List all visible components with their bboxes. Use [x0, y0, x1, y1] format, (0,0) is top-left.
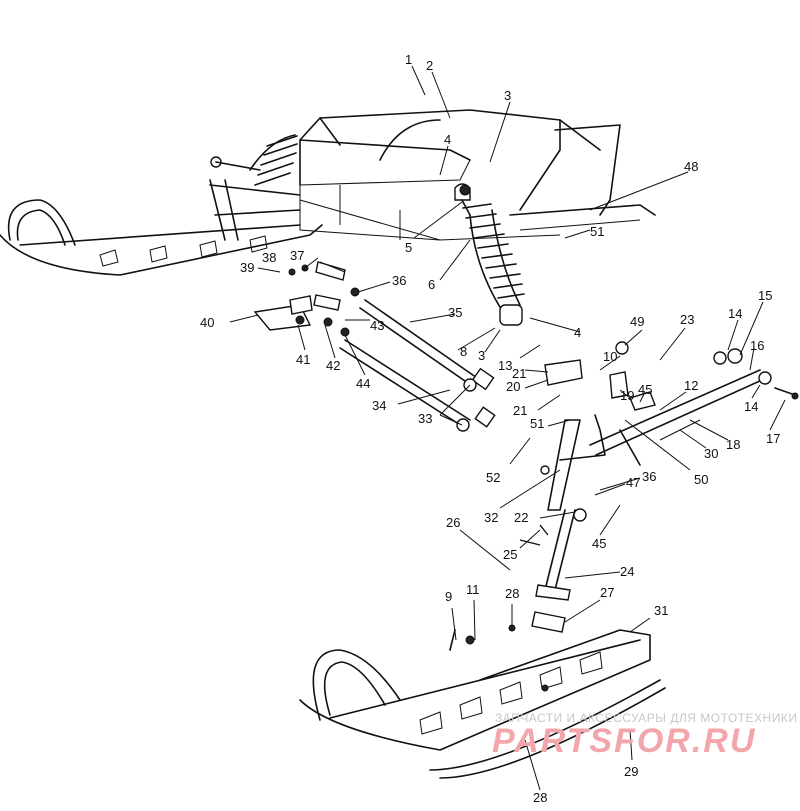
- callout: 32: [484, 510, 498, 525]
- front-brackets: [253, 261, 360, 337]
- callout: 24: [620, 564, 634, 579]
- callout: 13: [498, 358, 512, 373]
- callout: 25: [503, 547, 517, 562]
- watermark-tagline: ЗАПЧАСТИ И АКСЕССУАРЫ ДЛЯ МОТОТЕХНИКИ: [495, 711, 797, 725]
- callout: 42: [326, 358, 340, 373]
- callout: 35: [448, 305, 462, 320]
- callout: 43: [370, 318, 384, 333]
- callout: 11: [466, 582, 480, 597]
- steering-spindle: [519, 341, 656, 601]
- callout: 36: [392, 273, 406, 288]
- callout: 14: [728, 306, 742, 321]
- callout: 29: [624, 764, 638, 779]
- callout: 30: [704, 446, 718, 461]
- callout: 50: [694, 472, 708, 487]
- callout: 44: [356, 376, 370, 391]
- callout: 28: [505, 586, 519, 601]
- callout: 21: [513, 403, 527, 418]
- callout: 9: [445, 589, 452, 604]
- callout: 31: [654, 603, 668, 618]
- callout: 18: [726, 437, 740, 452]
- callout: 28: [533, 790, 547, 805]
- callout: 47: [626, 475, 640, 490]
- callout: 20: [506, 379, 520, 394]
- callout: 3: [478, 348, 485, 363]
- callout: 26: [446, 515, 460, 530]
- callout: 10: [603, 349, 617, 364]
- callout: 22: [514, 510, 528, 525]
- chassis-frame: [209, 109, 656, 241]
- callout: 5: [405, 240, 412, 255]
- callout: 2: [426, 58, 433, 73]
- callout: 23: [680, 312, 694, 327]
- callout: 8: [460, 344, 467, 359]
- front-ski: [299, 611, 666, 779]
- callout: 45: [638, 382, 652, 397]
- callout: 51: [530, 416, 544, 431]
- callout: 19: [620, 388, 634, 403]
- callout: 41: [296, 352, 310, 367]
- callout: 21: [512, 366, 526, 381]
- watermark: ЗАПЧАСТИ И АКСЕССУАРЫ ДЛЯ МОТОТЕХНИКИ PA…: [492, 711, 797, 760]
- left-shock-coil: [254, 135, 298, 186]
- callout: 14: [744, 399, 758, 414]
- callout: 51: [590, 224, 604, 239]
- callout: 27: [600, 585, 614, 600]
- leader-lines: [229, 65, 786, 791]
- front-shock-absorber: [454, 183, 525, 326]
- callout: 38: [262, 250, 276, 265]
- callout: 3: [504, 88, 511, 103]
- callout: 34: [372, 398, 386, 413]
- callout: 17: [766, 431, 780, 446]
- callout: 48: [684, 159, 698, 174]
- callout: 1: [405, 52, 412, 67]
- callout: 49: [630, 314, 644, 329]
- callout: 16: [750, 338, 764, 353]
- callout: 36: [642, 469, 656, 484]
- callout: 45: [592, 536, 606, 551]
- callout: 40: [200, 315, 214, 330]
- callout: 15: [758, 288, 772, 303]
- callout: 4: [444, 132, 451, 147]
- callout: 33: [418, 411, 432, 426]
- callout: 37: [290, 248, 304, 263]
- callout-labels: 1 2 3 4 5 6 48 51 38 37 39 36 40 43 35 4…: [200, 52, 780, 805]
- tie-rod: [589, 348, 799, 466]
- callout: 12: [684, 378, 698, 393]
- callout: 4: [574, 325, 581, 340]
- callout: 39: [240, 260, 254, 275]
- watermark-logo-text: PARTSFOR.RU: [492, 722, 756, 760]
- callout: 52: [486, 470, 500, 485]
- left-ski: [0, 199, 323, 276]
- callout: 6: [428, 277, 435, 292]
